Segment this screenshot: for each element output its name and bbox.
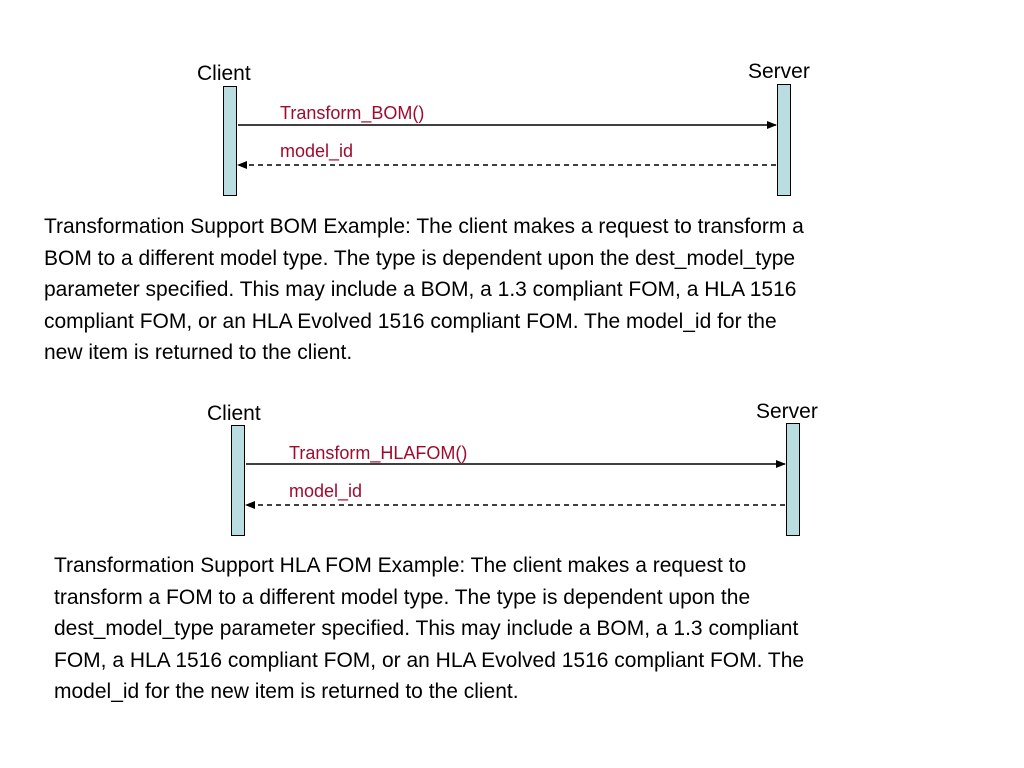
server-label: Server	[748, 60, 810, 83]
client-lifeline	[231, 425, 245, 536]
response-message-label: model_id	[289, 481, 363, 501]
request-message-label: Transform_BOM()	[280, 103, 425, 123]
client-label: Client	[207, 402, 261, 425]
request-message-label: Transform_HLAFOM()	[289, 443, 468, 463]
description-line: transform a FOM to a different model typ…	[54, 585, 751, 609]
server-lifeline	[786, 423, 800, 536]
client-label: Client	[197, 62, 251, 85]
client-lifeline	[223, 86, 237, 196]
description-line: dest_model_type parameter specified. Thi…	[54, 617, 799, 641]
bom-example-description: Transformation Support BOM Example: The …	[44, 211, 804, 369]
description-line: Transformation Support HLA FOM Example: …	[54, 554, 747, 577]
hlafom-example-description: Transformation Support HLA FOM Example: …	[54, 550, 804, 708]
description-line: Transformation Support BOM Example: The …	[44, 215, 804, 238]
description-line: FOM, a HLA 1516 compliant FOM, or an HLA…	[54, 648, 805, 672]
description-line: BOM to a different model type. The type …	[44, 246, 796, 270]
description-line: parameter specified. This may include a …	[44, 278, 797, 302]
server-label: Server	[756, 400, 818, 423]
description-line: new item is returned to the client.	[44, 341, 353, 365]
server-lifeline	[777, 84, 791, 196]
description-line: compliant FOM, or an HLA Evolved 1516 co…	[44, 309, 777, 333]
description-line: model_id for the new item is returned to…	[54, 680, 519, 704]
response-message-label: model_id	[280, 141, 354, 161]
